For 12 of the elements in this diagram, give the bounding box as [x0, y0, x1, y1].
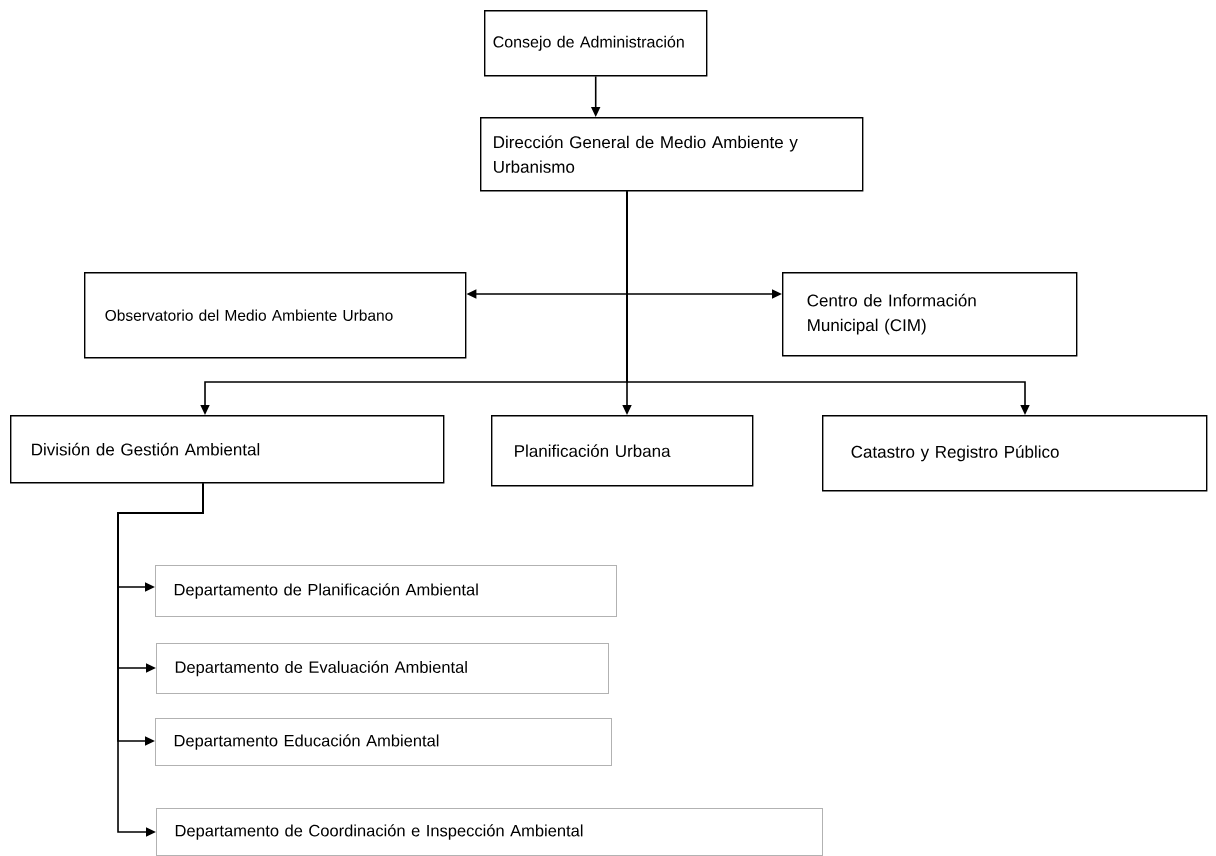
org-box: Centro de Información Municipal (CIM): [782, 272, 1078, 357]
org-box: Planificación Urbana: [491, 415, 754, 487]
org-box: División de Gestión Ambiental: [10, 415, 445, 484]
org-box: Dirección General de Medio Ambiente y Urbanismo: [480, 117, 864, 192]
org-box: Consejo de Administración: [484, 10, 708, 77]
arrow: [117, 482, 204, 837]
org-box: Observatorio del Medio Ambiente Urbano: [84, 272, 467, 359]
department-box: Departamento Educación Ambiental: [155, 718, 612, 766]
department-box: Departamento de Coordinación e Inspección Ambiental: [156, 808, 823, 856]
department-box: Departamento de Planificación Ambiental: [155, 565, 617, 617]
org-box: Catastro y Registro Público: [822, 415, 1208, 492]
department-box: Departamento de Evaluación Ambiental: [156, 643, 609, 694]
